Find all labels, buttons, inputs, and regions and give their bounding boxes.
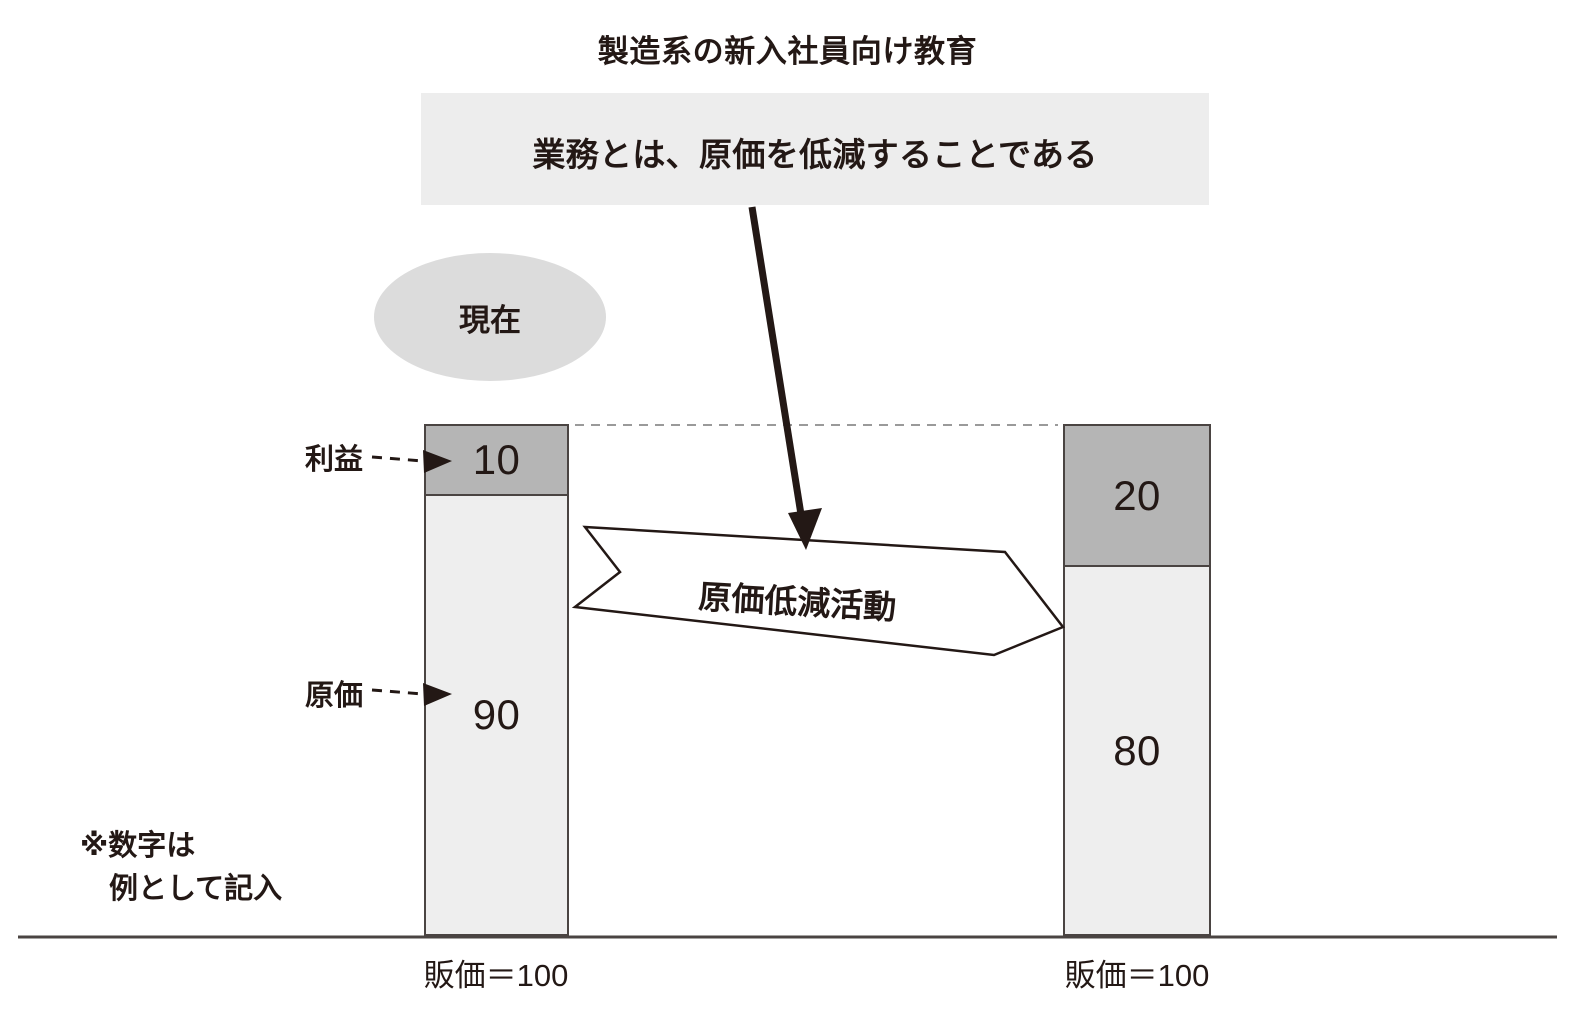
bar-target-cost-value: 80 [1113, 726, 1161, 774]
page-title: 製造系の新入社員向け教育 [597, 34, 978, 69]
bar-target: 20 80 [1063, 424, 1211, 936]
statement-text: 業務とは、原価を低減することである [532, 136, 1098, 173]
bar-current-profit-value: 10 [472, 436, 521, 483]
axis-label-current: 販価＝100 [423, 958, 569, 993]
statement-to-activity-arrow [748, 206, 822, 550]
bar-current-segment-cost: 90 [426, 496, 567, 934]
bar-target-segment-cost: 80 [1065, 567, 1209, 934]
current-state-label: 現在 [459, 302, 521, 338]
bar-current: 10 90 [424, 424, 569, 936]
bar-current-cost-value: 90 [472, 691, 521, 738]
axis-label-target: 販価＝100 [1064, 958, 1210, 993]
cost-reduction-activity-label: 原価低減活動 [697, 577, 898, 626]
statement-banner: 業務とは、原価を低減することである [421, 93, 1209, 205]
footnote-text: ※数字は 例として記入 [80, 830, 283, 905]
profit-callout-label: 利益 [305, 444, 364, 476]
cost-callout-label: 原価 [305, 680, 364, 712]
bar-target-profit-value: 20 [1113, 471, 1161, 519]
bar-target-segment-profit: 20 [1065, 426, 1209, 567]
bar-current-segment-profit: 10 [426, 426, 567, 496]
current-state-ellipse: 現在 [374, 253, 606, 381]
